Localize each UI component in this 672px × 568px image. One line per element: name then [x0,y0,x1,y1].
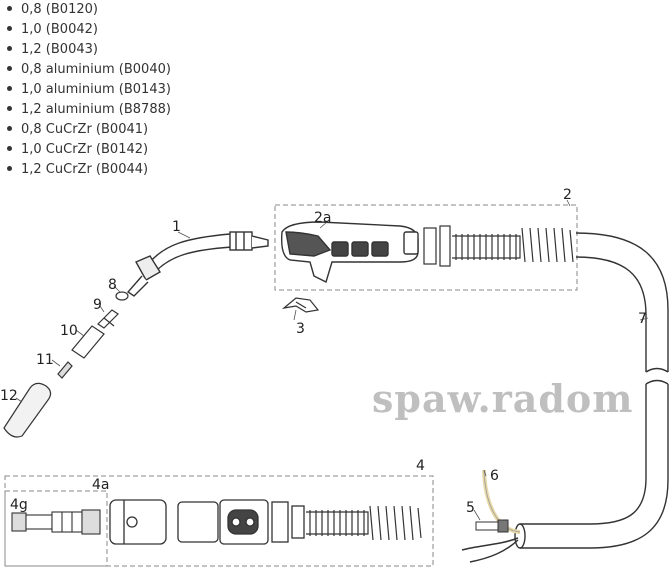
bullet-icon [7,106,12,111]
part-label: 0,8 CuCrZr (B0041) [21,122,149,137]
parts-list-item: 1,0 CuCrZr (B0142) [2,140,171,160]
control-plug [475,521,499,531]
callout-4: 4 [416,458,425,474]
callout-4a: 4a [92,477,110,493]
parts-list-item: 0,8 (B0120) [2,0,171,20]
parts-list-item: 0,8 aluminium (B0040) [2,60,171,80]
callout-10: 10 [60,323,78,339]
part-label: 1,0 CuCrZr (B0142) [21,142,149,157]
callout-11: 11 [36,352,54,368]
cable-support-2 [423,225,574,267]
callout-1: 1 [172,219,181,235]
connector-nut [109,499,167,545]
parts-list: 0,8 (B0120) 1,0 (B0042) 1,2 (B0043) 0,8 … [2,0,171,180]
callout-5: 5 [466,500,475,516]
trigger [281,297,320,313]
callout-12: 12 [0,388,18,404]
callout-8: 8 [108,277,117,293]
diffuser-9 [97,309,119,329]
parts-list-item: 1,0 (B0042) [2,20,171,40]
rear-connector-group-4 [109,499,305,545]
o-ring-8 [115,291,129,301]
callout-2: 2 [563,187,572,203]
callout-7: 7 [638,311,647,327]
group-4-frame [4,475,434,567]
callout-9: 9 [93,297,102,313]
bullet-icon [7,46,12,51]
connection-wires [461,469,521,563]
bullet-icon [7,6,12,11]
gas-nozzle-12 [3,382,52,438]
parts-list-item: 1,2 CuCrZr (B0044) [2,160,171,180]
part-label: 1,0 (B0042) [21,22,98,37]
parts-list-item: 1,2 aluminium (B8788) [2,100,171,120]
callout-6: 6 [490,468,499,484]
group-4a-frame [4,490,108,567]
bullet-icon [7,26,12,31]
part-label: 1,2 aluminium (B8788) [21,102,171,117]
callout-4g: 4g [10,497,28,513]
consumables [3,291,129,438]
group-2-frame [274,204,578,291]
bullet-icon [7,126,12,131]
callout-2a: 2a [314,210,332,226]
cable-support-4 [306,505,422,541]
part-label: 1,0 aluminium (B0143) [21,82,171,97]
part-label: 0,8 aluminium (B0040) [21,62,171,77]
bullet-icon [7,146,12,151]
watermark: spaw.radom [372,376,633,421]
torch-handle [280,221,419,283]
leader-lines [15,199,649,521]
bullet-icon [7,86,12,91]
swan-neck [126,231,269,297]
part-label: 1,2 (B0043) [21,42,98,57]
contact-tip-11 [57,361,73,379]
parts-list-item: 0,8 CuCrZr (B0041) [2,120,171,140]
parts-list-item: 1,0 aluminium (B0143) [2,80,171,100]
part-label: 0,8 (B0120) [21,2,98,17]
callout-3: 3 [296,321,305,337]
parts-list-item: 1,2 (B0043) [2,40,171,60]
nozzle-adapter-10 [71,325,105,359]
central-connector-4g [11,509,101,535]
cable-7 [514,232,669,549]
bullet-icon [7,66,12,71]
part-label: 1,2 CuCrZr (B0044) [21,162,149,177]
bullet-icon [7,166,12,171]
